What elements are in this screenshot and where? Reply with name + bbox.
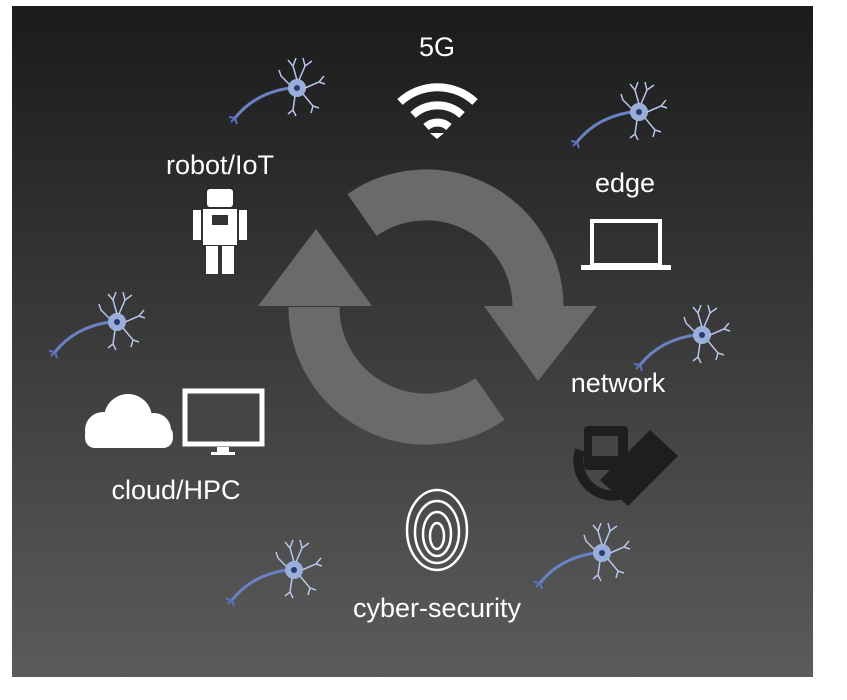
neuron-icon <box>47 290 147 360</box>
label-cyber-security: cyber-security <box>352 593 522 623</box>
neuron-icon <box>224 538 324 608</box>
ethernet-cable-icon <box>573 426 678 506</box>
label-5g: 5G <box>418 32 456 62</box>
neuron-icon <box>227 56 327 126</box>
neuron-icon <box>632 303 732 373</box>
wifi-icon <box>397 83 478 139</box>
label-edge: edge <box>594 168 656 198</box>
cycle-arrows-icon <box>258 169 597 445</box>
label-robot-iot: robot/IoT <box>165 150 275 180</box>
diagram-background <box>12 6 813 677</box>
monitor-icon <box>182 388 265 455</box>
neuron-icon <box>569 80 669 150</box>
fingerprint-icon <box>405 488 469 572</box>
label-network: network <box>570 368 666 398</box>
cloud-icon <box>85 394 173 448</box>
robot-icon <box>193 189 247 274</box>
laptop-icon <box>581 219 671 270</box>
neuron-icon <box>532 521 632 591</box>
label-cloud-hpc: cloud/HPC <box>111 475 241 505</box>
